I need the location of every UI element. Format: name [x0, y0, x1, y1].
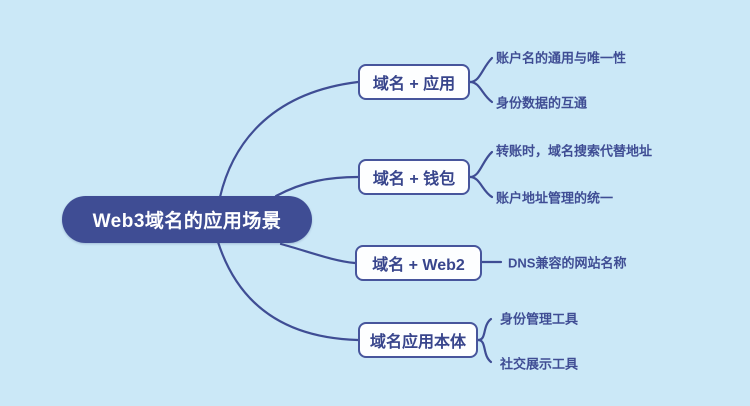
leaf-topic-address-management-unified[interactable]: 账户地址管理的统一: [496, 190, 614, 206]
branch-label: 域名应用本体: [369, 334, 466, 351]
branch-label: 域名 + 应用: [372, 76, 456, 93]
root-topic-node[interactable]: Web3域名的应用场景: [62, 196, 312, 243]
leaf-topic-transfer-domain-search[interactable]: 转账时，域名搜索代替地址: [496, 143, 653, 159]
root-topic-label: Web3域名的应用场景: [92, 211, 282, 232]
branch-label: 域名 + 钱包: [372, 171, 456, 188]
edge-root-branch3: [279, 242, 357, 265]
leaf-topic-social-display-tool[interactable]: 社交展示工具: [500, 356, 579, 372]
leaf-topic-identity-management-tool[interactable]: 身份管理工具: [500, 311, 579, 327]
edge-root-branch4: [216, 240, 360, 342]
leaf-topic-identity-data-interop[interactable]: 身份数据的互通: [496, 95, 588, 111]
edge-root-branch1: [218, 80, 360, 199]
edge-branch2-leaf1: [468, 150, 494, 179]
branch-node-domain-plus-app[interactable]: 域名 + 应用: [358, 64, 470, 100]
branch-label: 域名 + Web2: [372, 257, 465, 274]
leaf-topic-account-name-uniqueness[interactable]: 账户名的通用与唯一性: [496, 50, 627, 66]
branch-node-domain-app-itself[interactable]: 域名应用本体: [358, 322, 478, 358]
branch-node-domain-plus-wallet[interactable]: 域名 + 钱包: [358, 159, 470, 195]
edge-branch1-leaf2: [468, 80, 494, 104]
edge-branch4-leaf1: [476, 317, 493, 342]
leaf-topic-dns-compatible-site-name[interactable]: DNS兼容的网站名称: [508, 255, 627, 271]
edge-branch2-leaf2: [468, 175, 494, 199]
edge-branch1-leaf1: [468, 56, 494, 84]
branch-node-domain-plus-web2[interactable]: 域名 + Web2: [355, 245, 482, 281]
edge-branch4-leaf2: [476, 338, 493, 364]
edge-root-branch2: [274, 175, 360, 198]
